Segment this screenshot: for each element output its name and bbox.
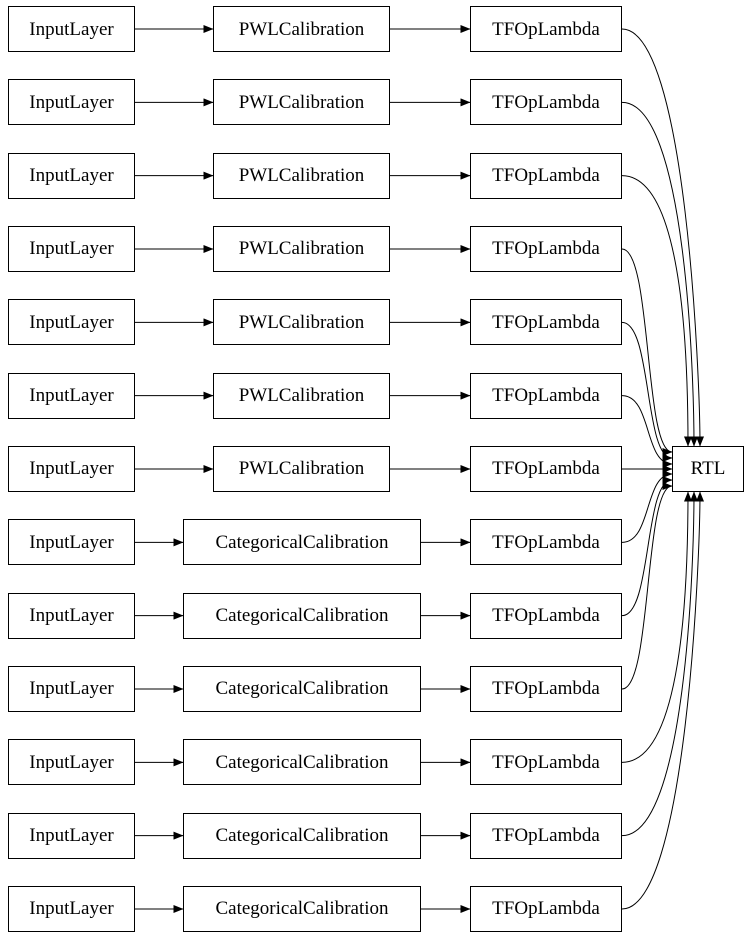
node-tfoplambda-5-label: TFOpLambda — [492, 385, 600, 407]
edge-lambda-to-rtl-12 — [621, 491, 704, 910]
node-tfoplambda-6-label: TFOpLambda — [492, 458, 600, 480]
node-inputlayer-7-label: InputLayer — [29, 531, 114, 553]
node-tfoplambda-5: TFOpLambda — [470, 372, 622, 419]
edge-lambda-to-rtl-3 — [621, 248, 673, 456]
node-tfoplambda-4: TFOpLambda — [470, 299, 622, 346]
node-inputlayer-9-label: InputLayer — [29, 678, 114, 700]
node-inputlayer-1-label: InputLayer — [29, 91, 114, 113]
edge-lambda-to-rtl-4 — [621, 321, 673, 462]
node-calibration-1-label: PWLCalibration — [238, 91, 365, 113]
node-calibration-5-label: PWLCalibration — [238, 385, 365, 407]
node-inputlayer-6-label: InputLayer — [29, 458, 114, 480]
node-inputlayer-2: InputLayer — [8, 152, 135, 199]
node-calibration-9: CategoricalCalibration — [183, 665, 421, 712]
edge-lambda-to-rtl-0 — [621, 28, 704, 447]
edge-lambda-to-rtl-2 — [621, 175, 692, 447]
node-calibration-9-label: CategoricalCalibration — [215, 678, 389, 700]
node-calibration-6: PWLCalibration — [213, 445, 390, 492]
node-inputlayer-0: InputLayer — [8, 6, 135, 52]
node-inputlayer-1: InputLayer — [8, 79, 135, 126]
node-tfoplambda-2: TFOpLambda — [470, 152, 622, 199]
node-calibration-5: PWLCalibration — [213, 372, 390, 419]
node-calibration-11: CategoricalCalibration — [183, 812, 421, 859]
node-calibration-12: CategoricalCalibration — [183, 885, 421, 932]
node-calibration-2: PWLCalibration — [213, 152, 390, 199]
node-inputlayer-3-label: InputLayer — [29, 238, 114, 260]
node-inputlayer-7: InputLayer — [8, 519, 135, 566]
node-inputlayer-8: InputLayer — [8, 592, 135, 639]
node-tfoplambda-10: TFOpLambda — [470, 739, 622, 786]
node-inputlayer-11: InputLayer — [8, 812, 135, 859]
edge-lambda-to-rtl-1 — [621, 101, 698, 447]
edge-lambda-to-rtl-9 — [621, 482, 673, 690]
edge-lambda-to-rtl-11 — [621, 491, 698, 837]
node-inputlayer-4-label: InputLayer — [29, 311, 114, 333]
node-calibration-4: PWLCalibration — [213, 299, 390, 346]
node-calibration-12-label: CategoricalCalibration — [215, 898, 389, 920]
node-tfoplambda-6: TFOpLambda — [470, 445, 622, 492]
node-inputlayer-10: InputLayer — [8, 739, 135, 786]
node-calibration-11-label: CategoricalCalibration — [215, 825, 389, 847]
edge-lambda-to-rtl-5 — [621, 395, 673, 468]
node-inputlayer-8-label: InputLayer — [29, 605, 114, 627]
node-calibration-8-label: CategoricalCalibration — [215, 605, 389, 627]
node-tfoplambda-0: TFOpLambda — [470, 6, 622, 52]
node-inputlayer-11-label: InputLayer — [29, 825, 114, 847]
node-tfoplambda-2-label: TFOpLambda — [492, 165, 600, 187]
node-inputlayer-4: InputLayer — [8, 299, 135, 346]
node-tfoplambda-8-label: TFOpLambda — [492, 605, 600, 627]
node-tfoplambda-4-label: TFOpLambda — [492, 311, 600, 333]
node-tfoplambda-9-label: TFOpLambda — [492, 678, 600, 700]
node-calibration-6-label: PWLCalibration — [238, 458, 365, 480]
node-inputlayer-5: InputLayer — [8, 372, 135, 419]
node-tfoplambda-3-label: TFOpLambda — [492, 238, 600, 260]
node-calibration-1: PWLCalibration — [213, 79, 390, 126]
node-calibration-2-label: PWLCalibration — [238, 165, 365, 187]
node-inputlayer-0-label: InputLayer — [29, 18, 114, 40]
node-calibration-0: PWLCalibration — [213, 6, 390, 52]
node-tfoplambda-0-label: TFOpLambda — [492, 18, 600, 40]
node-tfoplambda-12: TFOpLambda — [470, 885, 622, 932]
node-calibration-10: CategoricalCalibration — [183, 739, 421, 786]
node-tfoplambda-11-label: TFOpLambda — [492, 825, 600, 847]
node-rtl-label: RTL — [690, 458, 726, 480]
node-inputlayer-6: InputLayer — [8, 445, 135, 492]
node-tfoplambda-11: TFOpLambda — [470, 812, 622, 859]
edge-lambda-to-rtl-10 — [621, 491, 692, 763]
node-tfoplambda-3: TFOpLambda — [470, 225, 622, 272]
node-tfoplambda-12-label: TFOpLambda — [492, 898, 600, 920]
node-inputlayer-2-label: InputLayer — [29, 165, 114, 187]
node-tfoplambda-1-label: TFOpLambda — [492, 91, 600, 113]
node-tfoplambda-9: TFOpLambda — [470, 665, 622, 712]
node-tfoplambda-1: TFOpLambda — [470, 79, 622, 126]
edge-group — [135, 25, 704, 913]
node-inputlayer-10-label: InputLayer — [29, 751, 114, 773]
node-tfoplambda-7-label: TFOpLambda — [492, 531, 600, 553]
node-calibration-7: CategoricalCalibration — [183, 519, 421, 566]
node-calibration-0-label: PWLCalibration — [238, 18, 365, 40]
node-tfoplambda-8: TFOpLambda — [470, 592, 622, 639]
node-calibration-4-label: PWLCalibration — [238, 311, 365, 333]
node-inputlayer-3: InputLayer — [8, 225, 135, 272]
node-calibration-8: CategoricalCalibration — [183, 592, 421, 639]
node-calibration-10-label: CategoricalCalibration — [215, 751, 389, 773]
node-inputlayer-5-label: InputLayer — [29, 385, 114, 407]
node-calibration-3: PWLCalibration — [213, 225, 390, 272]
node-calibration-3-label: PWLCalibration — [238, 238, 365, 260]
node-tfoplambda-10-label: TFOpLambda — [492, 751, 600, 773]
node-calibration-7-label: CategoricalCalibration — [215, 531, 389, 553]
node-tfoplambda-7: TFOpLambda — [470, 519, 622, 566]
node-inputlayer-12: InputLayer — [8, 885, 135, 932]
node-rtl: RTL — [672, 445, 744, 492]
node-inputlayer-12-label: InputLayer — [29, 898, 114, 920]
node-inputlayer-9: InputLayer — [8, 665, 135, 712]
